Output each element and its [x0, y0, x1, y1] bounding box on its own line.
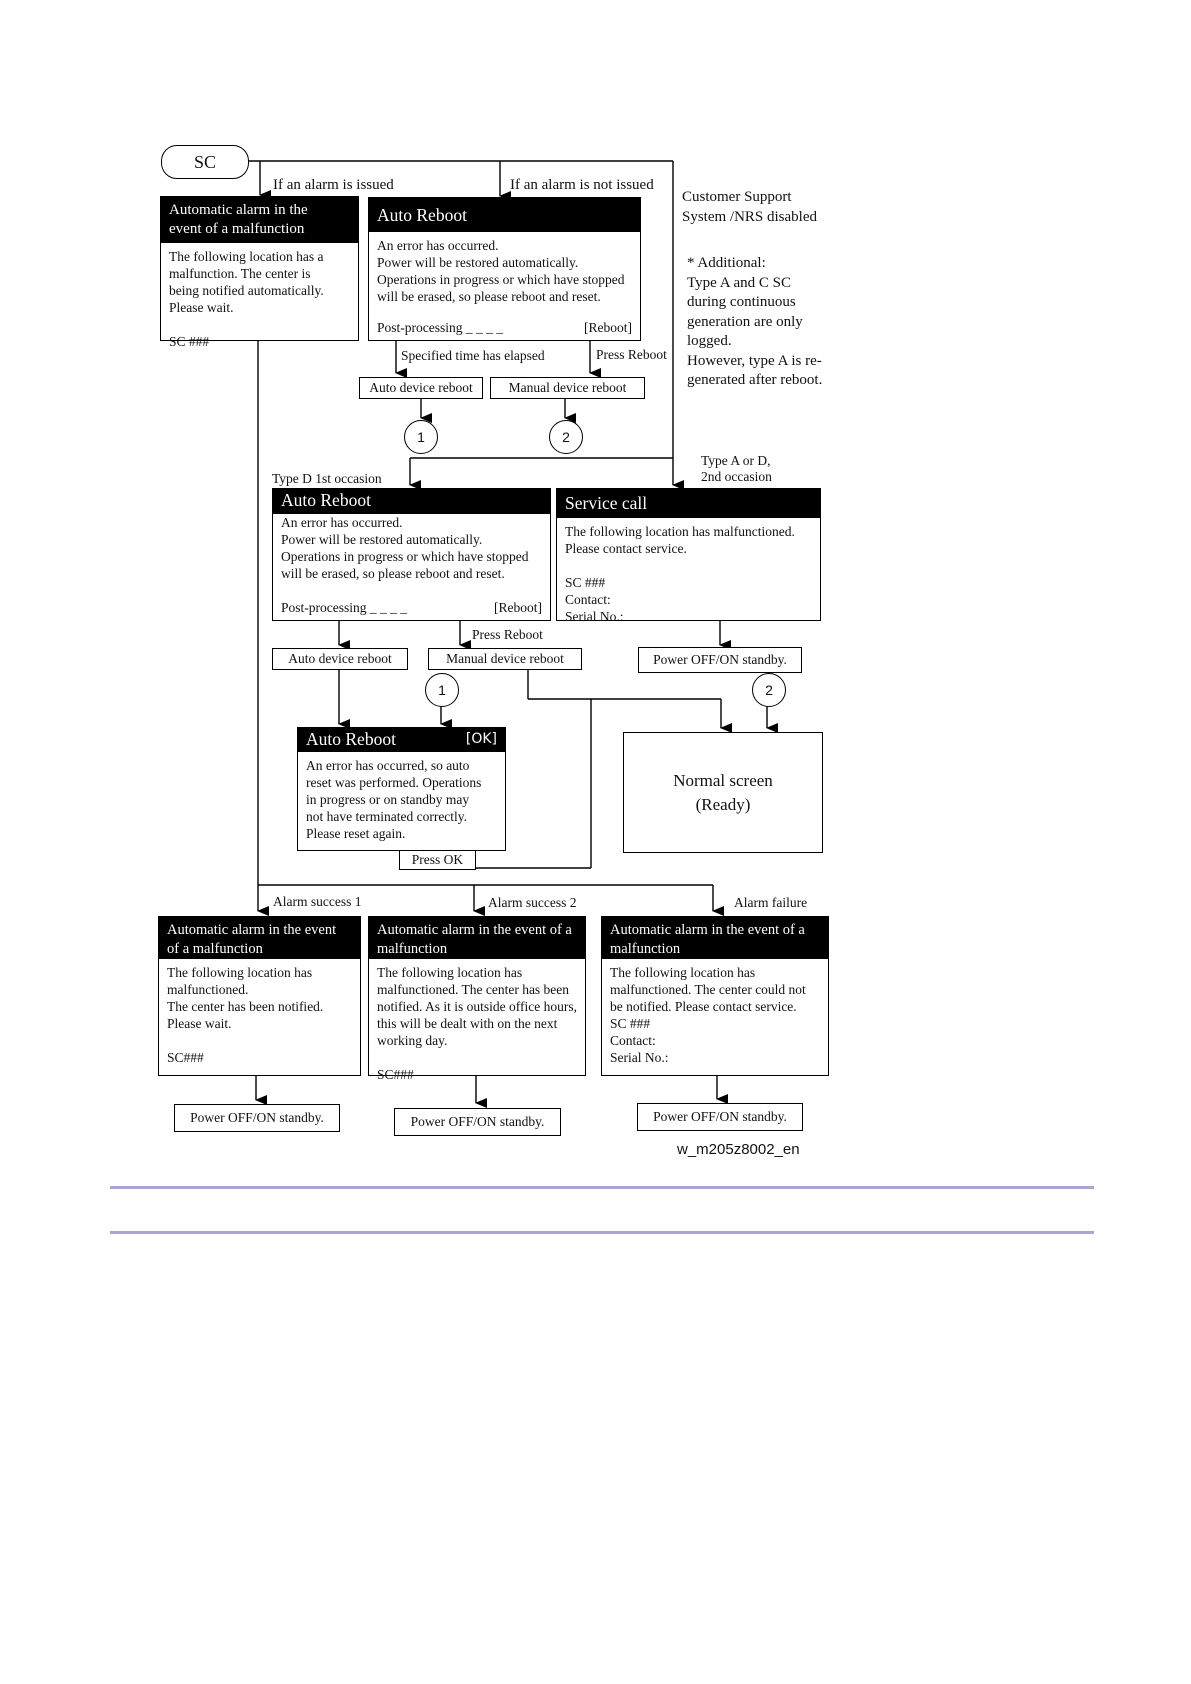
screen-alarm-success-1: Automatic alarm in the event of a malfun… [158, 916, 361, 1076]
screen-title: Automatic alarm in the event of a malfun… [159, 917, 360, 959]
screen-alarm-success-2: Automatic alarm in the event of a malfun… [368, 916, 586, 1082]
action-power-standby-sc: Power OFF/ON standby. [638, 647, 802, 673]
screen-alarm-top: Automatic alarm in the event of a malfun… [160, 196, 359, 349]
screen-service-call: Service call The following location has … [556, 488, 821, 624]
figure-id: w_m205z8002_en [677, 1141, 800, 1158]
start-sc-node: SC [161, 145, 249, 179]
screen-body: The following location has malfunctioned… [167, 965, 324, 1065]
action-power-standby-2: Power OFF/ON standby. [394, 1108, 561, 1136]
screen-title: Service call [565, 493, 648, 513]
screen-title: Auto Reboot [377, 204, 467, 225]
connector-2-mid: 2 [752, 673, 786, 707]
action-power-standby-1: Power OFF/ON standby. [174, 1104, 340, 1132]
label-alarm-issued: If an alarm is issued [273, 177, 394, 193]
screen-body: An error has occurred. Power will be res… [377, 238, 625, 304]
connector-1-mid: 1 [425, 673, 459, 707]
label-alarm-not-issued: If an alarm is not issued [510, 177, 654, 193]
post-processing-text: Post-processing _ _ _ _ [377, 320, 503, 335]
screen-auto-reboot-top: Auto Reboot An error has occurred. Power… [368, 197, 641, 341]
action-press-ok: Press OK [399, 850, 476, 870]
screen-title: Auto Reboot [306, 728, 396, 749]
label-press-reboot-2: Press Reboot [472, 627, 543, 642]
normal-screen-ready: Normal screen (Ready) [623, 732, 823, 853]
separator-line-top [110, 1186, 1094, 1189]
screen-body: The following location has malfunctioned… [610, 965, 806, 1065]
label-specified-time: Specified time has elapsed [401, 348, 545, 363]
screen-title: Automatic alarm in the event of a malfun… [161, 197, 358, 243]
screen-body: The following location has malfunctioned… [565, 524, 795, 624]
note-additional: * Additional: Type A and C SC during con… [687, 255, 823, 388]
action-manual-device-reboot-top: Manual device reboot [490, 377, 645, 399]
label-alarm-success-2: Alarm success 2 [488, 895, 577, 910]
screen-body: The following location has a malfunction… [169, 249, 324, 349]
action-power-standby-3: Power OFF/ON standby. [637, 1103, 803, 1131]
connector-2: 2 [549, 420, 583, 454]
screen-auto-reboot-mid: Auto Reboot An error has occurred. Power… [272, 488, 551, 621]
reboot-button[interactable]: [Reboot] [584, 320, 632, 335]
screen-title: Auto Reboot [281, 490, 371, 510]
screen-title: Automatic alarm in the event of a malfun… [369, 917, 585, 959]
label-alarm-success-1: Alarm success 1 [273, 894, 362, 909]
screen-alarm-failure: Automatic alarm in the event of a malfun… [601, 916, 829, 1076]
screen-footer: Post-processing _ _ _ _ [Reboot] [377, 320, 632, 336]
connector-1: 1 [404, 420, 438, 454]
post-processing-text: Post-processing _ _ _ _ [281, 600, 407, 615]
label-type-a-or-d: Type A or D, 2nd occasion [701, 453, 772, 484]
separator-line-bottom [110, 1231, 1094, 1234]
screen-body: The following location has malfunctioned… [377, 965, 577, 1082]
action-manual-device-reboot-mid: Manual device reboot [428, 648, 582, 670]
screen-body: An error has occurred, so auto reset was… [306, 758, 482, 841]
screen-footer: Post-processing _ _ _ _ [Reboot] [281, 600, 542, 616]
action-auto-device-reboot-top: Auto device reboot [359, 377, 483, 399]
screen-body: An error has occurred. Power will be res… [281, 515, 529, 581]
label-press-reboot: Press Reboot [596, 347, 667, 362]
label-type-d: Type D 1st occasion [272, 471, 382, 486]
screen-auto-reboot-ok: Auto Reboot [OK] An error has occurred, … [297, 727, 506, 851]
screen-title: Automatic alarm in the event of a malfun… [602, 917, 828, 959]
sc-label: SC [193, 151, 217, 172]
action-auto-device-reboot-mid: Auto device reboot [272, 648, 408, 670]
reboot-button[interactable]: [Reboot] [494, 600, 542, 615]
label-alarm-failure: Alarm failure [734, 895, 808, 910]
ok-button[interactable]: [OK] [465, 730, 497, 747]
note-nrs-disabled: Customer Support System /NRS disabled [682, 189, 818, 225]
